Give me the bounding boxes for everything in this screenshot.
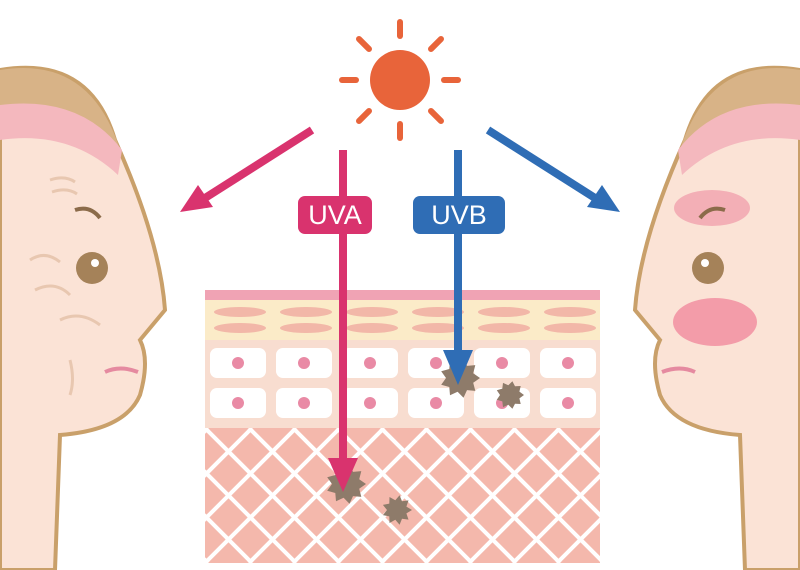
uva-arrow-to-face bbox=[180, 126, 315, 212]
uvb-label: UVB bbox=[413, 196, 505, 234]
sunburned-face bbox=[632, 65, 800, 570]
sun-icon bbox=[339, 19, 461, 141]
aged-face bbox=[0, 65, 168, 570]
uvb-arrow-to-face bbox=[485, 126, 620, 212]
uvb-arrow bbox=[443, 150, 473, 385]
stratum-corneum bbox=[205, 300, 600, 340]
uva-label: UVA bbox=[298, 196, 372, 234]
epidermis-layer bbox=[205, 338, 600, 428]
